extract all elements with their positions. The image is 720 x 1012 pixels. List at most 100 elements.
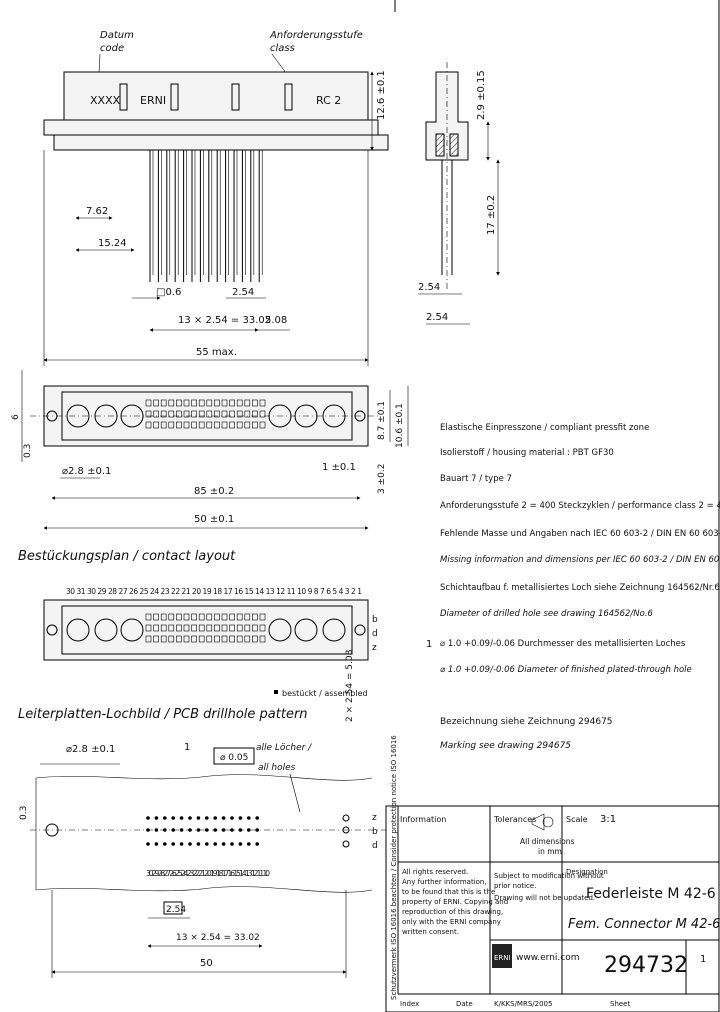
signal-cavity [168,613,175,621]
tb-information: Information [400,815,446,824]
signal-cavity [214,399,220,407]
signal-cavity [229,421,235,429]
pcb-hole [146,828,150,832]
signal-cavity [259,635,266,643]
pcb-hole [179,828,184,832]
side-view: 2.9 ±0.15 17 ±0.2 2.54 2.54 [418,62,500,325]
row-b-label: b [372,615,378,625]
signal-cavity [244,399,251,407]
signal-cavity [259,624,266,632]
note-line: Elastische Einpresszone / compliant pres… [440,423,649,433]
signal-cavity [206,410,213,418]
pcb-hole [221,828,226,832]
sheet-number: 1 [700,954,706,965]
signal-cavity [145,613,152,621]
notes-block: Elastische Einpresszone / compliant pres… [440,423,720,675]
note-line: ⌀ 1.0 +0.09/-0.06 Durchmesser des metall… [440,639,686,649]
signal-cavity [206,624,213,632]
note-marker: 1 [426,639,432,650]
layout-mount-hole [46,624,58,636]
power-cavity [94,618,118,642]
signal-cavity [198,635,205,643]
code-label-1: Datum [100,30,134,41]
signal-cavity [191,421,197,429]
layout-housing [43,599,369,661]
website: www.erni.com [516,953,579,963]
class-label-2: class [270,43,295,54]
signal-cavity [244,410,251,418]
signal-cavity [236,410,243,418]
signal-cavity [244,624,251,632]
erni-logo [492,944,512,968]
pcb-hole [230,828,234,832]
signal-cavity [160,635,167,643]
tb-scale-value: 3:1 [600,814,616,825]
signal-cavity [160,399,167,407]
dim-plan-85: 85 ±0.2 [194,486,234,497]
signal-cavity [160,421,167,429]
signal-cavity [252,635,258,643]
signal-cavity [221,421,228,429]
tb-foot-4: Sheet [610,1000,630,1008]
tb-rights-5: reproduction of this drawing, [402,908,503,916]
note-line: Bauart 7 / type 7 [440,474,512,484]
signal-cavity [183,399,190,407]
signal-cavity [214,410,220,418]
signal-cavity [176,613,182,621]
dim-plan-hole: ⌀2.8 ±0.1 [62,466,111,477]
signal-cavity [153,399,159,407]
signal-cavity [259,613,266,621]
signal-cavity [229,410,235,418]
signal-cavity [221,399,228,407]
pcb-note-1: alle Löcher / [256,743,312,753]
signal-cavity [206,635,213,643]
pcb-note-leader [289,773,301,813]
signal-cavity [206,421,213,429]
dim-plan-87: 8.7 ±0.1 [377,401,387,440]
pcb-hole [255,842,259,846]
mating-line-2: Marking see drawing 294675 [440,741,571,751]
legend-text: bestückt / assembled [282,689,368,698]
signal-cavity [168,399,175,407]
signal-cavity [191,635,197,643]
dim-series: 13 × 2.54 = 33.02 [178,315,271,326]
note-line: Schichtaufbau f. metallisiertes Loch sie… [440,583,720,593]
housing-slot [231,83,240,111]
drawing-number: 294732 [604,953,688,978]
marking-class: RC 2 [316,94,341,107]
signal-cavity [153,613,159,621]
pcb-hole [146,816,150,820]
dim-1524: 15.24 [98,238,127,249]
legend-square [274,690,278,694]
pcb-hole [196,816,201,820]
pcb-hole [247,828,251,832]
signal-cavity [229,613,235,621]
tb-proj-2: in mm [538,847,562,856]
power-cavity [294,618,318,642]
signal-cavity [191,399,197,407]
pcb-hole [188,816,192,820]
pcb-hole [163,828,167,832]
signal-cavity [229,399,235,407]
signal-cavity [145,399,152,407]
pcb-hole [230,816,234,820]
pcb-hole [196,828,201,832]
dim-plan-03: 0.3 [23,444,33,458]
signal-cavity [214,635,220,643]
signal-cavity [198,624,205,632]
note-line: Isolierstoff / housing material : PBT GF… [440,448,614,458]
housing-slot [119,83,128,111]
signal-cavity [145,410,152,418]
pcb-hole [179,842,184,846]
signal-cavity [160,613,167,621]
signal-cavity [176,624,182,632]
dim-height: 12.6 ±0.1 [376,70,387,120]
title-frame [385,805,720,1012]
tb-proj-1: All dimensions [520,837,575,846]
signal-cavity [183,635,190,643]
signal-cavity [160,624,167,632]
pcb-hole [213,828,217,832]
signal-cavity [176,410,182,418]
pcb-hole [146,842,150,846]
